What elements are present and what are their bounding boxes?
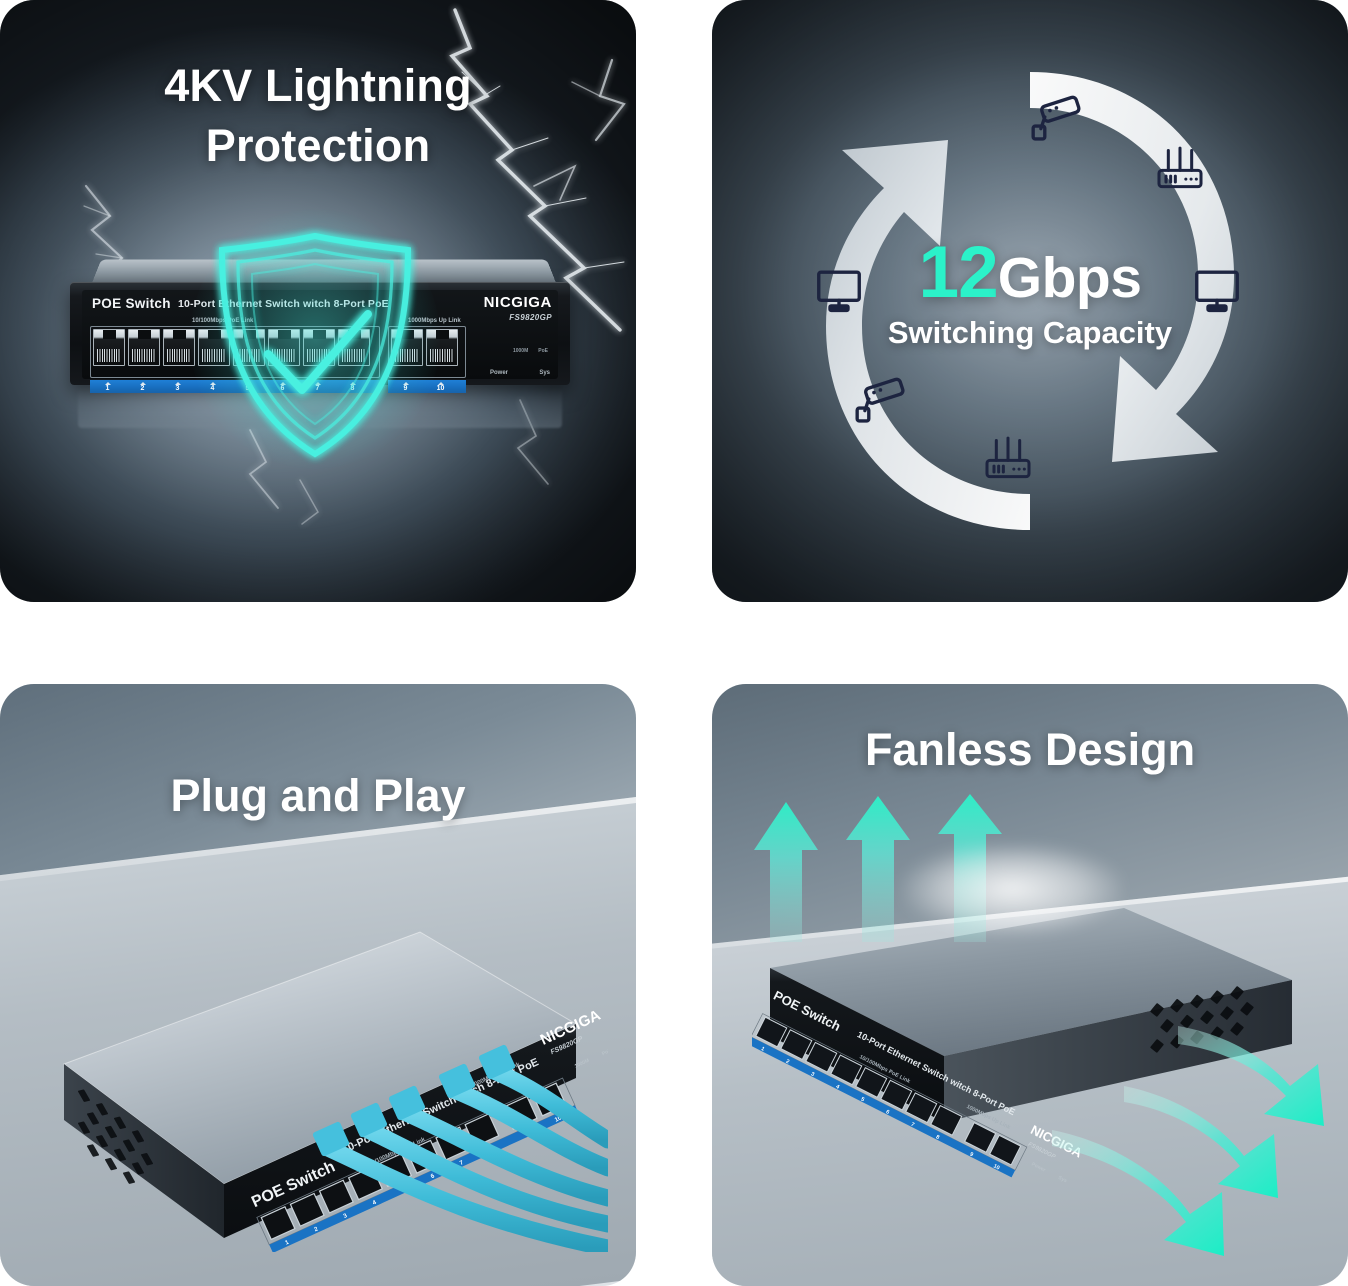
heat-arrow [754, 802, 818, 942]
ethernet-cable-group [312, 1044, 608, 1252]
svg-text:5: 5 [860, 1096, 865, 1103]
port-number: 8 [335, 381, 370, 392]
panel-lightning-protection: 4KV Lightning Protection POE Switch 10-P… [0, 0, 636, 602]
status-led-group: 1000M PoE [513, 348, 548, 354]
svg-text:PoE: PoE [601, 1047, 608, 1057]
port-number: 3 [160, 381, 195, 392]
rj45-port [198, 329, 230, 366]
svg-text:9: 9 [969, 1152, 974, 1159]
arrow-counterclockwise [826, 140, 1030, 530]
rj45-port [426, 329, 458, 366]
capacity-readout: 12Gbps Switching Capacity [712, 236, 1348, 351]
svg-text:1000M: 1000M [574, 1058, 590, 1070]
svg-text:2: 2 [314, 1226, 320, 1233]
heat-arrow [846, 796, 910, 942]
exhaust-arrow-group [1052, 1026, 1324, 1256]
title-line-2: Protection [205, 119, 431, 171]
device-label-up-link: 1000Mbps Up Link [408, 318, 461, 324]
switch-device-angled: POE Switch 10-Port Ethernet Switch witch… [62, 931, 608, 1252]
port-number: 4 [195, 381, 230, 392]
exhaust-arrow [1124, 1086, 1278, 1198]
uplink-port-number-strip: 9 10 [388, 380, 466, 393]
capacity-subtitle: Switching Capacity [887, 315, 1173, 350]
title-line-1: 4KV Lightning [164, 60, 472, 111]
port-number: 6 [265, 381, 300, 392]
svg-text:10: 10 [554, 1115, 563, 1124]
device-model: FS9820GP [509, 313, 552, 322]
rj45-port [391, 329, 423, 366]
panel-fanless-design: Fanless Design [712, 684, 1348, 1286]
exhaust-arrow [1052, 1130, 1224, 1256]
svg-text:3: 3 [343, 1213, 349, 1220]
capacity-value-line: 12Gbps [712, 236, 1348, 309]
svg-text:6: 6 [885, 1109, 890, 1116]
svg-text:7: 7 [459, 1160, 465, 1167]
led-1000m: 1000M [512, 348, 529, 354]
svg-text:8: 8 [935, 1134, 940, 1141]
label-sys: Sys [539, 370, 550, 376]
port-number: 9 [388, 381, 423, 392]
panel-switching-capacity: 12Gbps Switching Capacity [712, 0, 1348, 602]
svg-text:4: 4 [835, 1084, 841, 1091]
port-number: 1 [90, 381, 125, 392]
monitor-icon [1195, 270, 1239, 313]
switch-device-angled: POE Switch 10-Port Ethernet Switch witch… [752, 908, 1292, 1184]
cctv-camera-icon [855, 377, 905, 423]
device-brand: NICGIGA [483, 294, 552, 311]
svg-text:4: 4 [372, 1200, 378, 1207]
capacity-value: 12 [918, 232, 999, 313]
heat-haze [902, 844, 1122, 934]
router-icon [1157, 146, 1203, 189]
rj45-port [128, 329, 160, 366]
panel-1-title: 4KV Lightning Protection [0, 56, 636, 176]
svg-text:7: 7 [910, 1122, 915, 1129]
svg-text:3: 3 [810, 1071, 815, 1078]
router-icon [985, 436, 1031, 479]
capacity-unit: Gbps [997, 246, 1142, 310]
port-number: 2 [125, 381, 160, 392]
svg-text:6: 6 [430, 1173, 436, 1180]
device-label-description: 10-Port Ethernet Switch witch 8-Port PoE [178, 298, 389, 310]
led-poe: PoE [538, 348, 548, 354]
device-label-poe-link: 10/100Mbps PoE Link [192, 318, 253, 324]
rj45-port [93, 329, 125, 366]
rj45-port [163, 329, 195, 366]
device-label-poe-switch: POE Switch [92, 296, 171, 311]
panel-plug-and-play: Plug and Play [0, 684, 636, 1286]
uplink-port-group [388, 326, 466, 378]
svg-text:1: 1 [760, 1046, 765, 1053]
lightning-bolt-icon [83, 8, 626, 525]
svg-text:1: 1 [284, 1239, 290, 1246]
label-power: Power [489, 370, 508, 376]
monitor-icon [817, 270, 861, 313]
svg-text:Sys: Sys [1057, 1175, 1068, 1184]
shield-icon [190, 208, 440, 474]
vent-grille [1150, 986, 1254, 1053]
svg-text:10: 10 [992, 1163, 1000, 1171]
panel-3-title: Plug and Play [170, 770, 466, 821]
panel-4-title: Fanless Design [864, 724, 1196, 775]
port-number: 10 [423, 381, 458, 392]
svg-text:2: 2 [785, 1059, 790, 1066]
exhaust-arrow [1178, 1026, 1324, 1126]
cctv-camera-icon [1031, 95, 1081, 141]
port-number: 7 [300, 381, 335, 392]
